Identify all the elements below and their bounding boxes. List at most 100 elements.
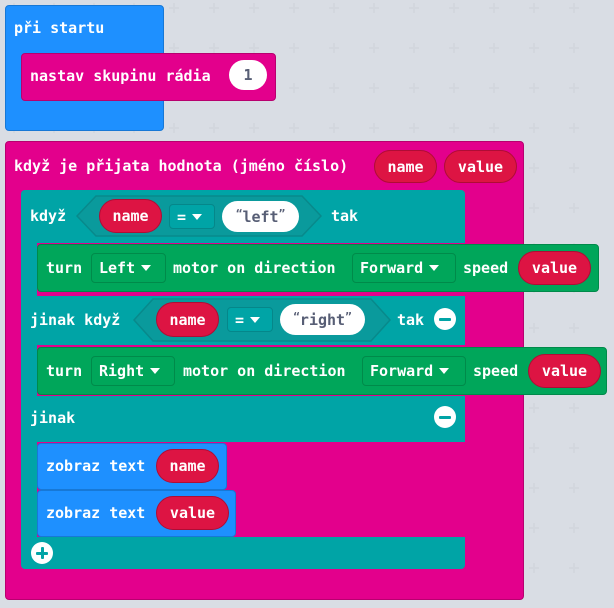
motor-right-speed-var[interactable]: value xyxy=(528,354,601,388)
grid-cross xyxy=(569,563,579,573)
elseif-string-right[interactable]: “right” xyxy=(280,304,365,335)
caret-down-icon xyxy=(150,368,161,374)
grid-cross xyxy=(289,123,299,133)
motor-right-dropdown[interactable]: Right xyxy=(91,356,175,386)
grid-cross xyxy=(489,123,499,133)
param-value[interactable]: value xyxy=(444,150,517,183)
if-var-name[interactable]: name xyxy=(99,199,162,233)
caret-down-icon xyxy=(429,265,440,271)
grid-cross xyxy=(529,323,539,333)
else-spine xyxy=(21,442,37,538)
grid-cross xyxy=(569,43,579,53)
grid-cross xyxy=(489,83,499,93)
grid-cross xyxy=(449,123,459,133)
grid-cross xyxy=(289,83,299,93)
elseif-var-name[interactable]: name xyxy=(156,302,219,337)
grid-cross xyxy=(289,43,299,53)
grid-cross xyxy=(449,43,459,53)
grid-cross xyxy=(569,3,579,13)
motor-right-turn-label: turn xyxy=(46,362,83,380)
else-row[interactable] xyxy=(21,396,465,442)
grid-cross xyxy=(169,123,179,133)
show-text-1-label: zobraz text xyxy=(46,457,146,475)
grid-cross xyxy=(169,43,179,53)
if-footer xyxy=(21,537,465,569)
grid-cross xyxy=(249,43,259,53)
grid-cross xyxy=(569,403,579,413)
grid-cross xyxy=(169,3,179,13)
motor-left-mid-label: motor on direction xyxy=(173,259,336,277)
grid-cross xyxy=(209,3,219,13)
caret-down-icon xyxy=(141,265,152,271)
caret-down-icon xyxy=(192,213,203,220)
grid-cross xyxy=(529,163,539,173)
grid-cross xyxy=(569,323,579,333)
motor-left-speed-label: speed xyxy=(463,259,509,277)
if-string-left[interactable]: “left” xyxy=(222,201,299,232)
radio-group-input[interactable]: 1 xyxy=(229,60,267,90)
caret-down-icon xyxy=(439,368,450,374)
grid-cross xyxy=(329,123,339,133)
show-text-1-var[interactable]: name xyxy=(156,449,219,483)
grid-cross xyxy=(369,123,379,133)
else-label: jinak xyxy=(30,409,76,427)
grid-cross xyxy=(329,43,339,53)
grid-cross xyxy=(289,3,299,13)
elseif-operator-dropdown[interactable]: = xyxy=(227,307,273,332)
grid-cross xyxy=(529,123,539,133)
grid-cross xyxy=(409,3,419,13)
motor-right-mid-label: motor on direction xyxy=(183,362,346,380)
grid-cross xyxy=(249,3,259,13)
elseif-then-label: tak xyxy=(397,311,425,329)
grid-cross xyxy=(569,83,579,93)
on-start-label: při startu xyxy=(14,19,105,37)
motor-left-dropdown[interactable]: Left xyxy=(91,253,166,283)
if-label: když xyxy=(30,207,67,225)
motor-right-direction-dropdown[interactable]: Forward xyxy=(362,356,466,386)
motor-left-direction-dropdown[interactable]: Forward xyxy=(352,253,456,283)
grid-cross xyxy=(529,483,539,493)
grid-cross xyxy=(409,83,419,93)
grid-cross xyxy=(569,483,579,493)
grid-cross xyxy=(569,123,579,133)
grid-cross xyxy=(569,163,579,173)
grid-cross xyxy=(249,123,259,133)
grid-cross xyxy=(569,203,579,213)
grid-cross xyxy=(529,523,539,533)
param-name[interactable]: name xyxy=(374,150,437,183)
grid-cross xyxy=(209,43,219,53)
grid-cross xyxy=(529,563,539,573)
grid-cross xyxy=(449,3,459,13)
motor-left-speed-var[interactable]: value xyxy=(518,251,591,285)
grid-cross xyxy=(569,523,579,533)
then-label: tak xyxy=(331,207,359,225)
grid-cross xyxy=(369,43,379,53)
elseif-spine xyxy=(21,345,37,398)
grid-cross xyxy=(529,443,539,453)
grid-cross xyxy=(369,83,379,93)
on-received-label: když je přijata hodnota (jméno číslo) xyxy=(14,157,349,175)
grid-cross xyxy=(529,43,539,53)
if-spine xyxy=(21,243,37,299)
grid-cross xyxy=(529,403,539,413)
grid-cross xyxy=(449,83,459,93)
grid-cross xyxy=(529,203,539,213)
remove-else-minus-circle-icon[interactable] xyxy=(434,406,456,428)
grid-cross xyxy=(409,123,419,133)
grid-cross xyxy=(529,83,539,93)
grid-cross xyxy=(529,3,539,13)
if-operator-dropdown[interactable]: = xyxy=(169,204,215,229)
motor-right-speed-label: speed xyxy=(473,362,519,380)
elseif-label: jinak když xyxy=(30,311,121,329)
show-text-2-var[interactable]: value xyxy=(156,496,229,530)
radio-group-label: nastav skupinu rádia xyxy=(30,67,211,85)
show-text-2-label: zobraz text xyxy=(46,504,146,522)
grid-cross xyxy=(489,3,499,13)
grid-cross xyxy=(329,3,339,13)
remove-elseif-minus-circle-icon[interactable] xyxy=(434,308,456,330)
grid-cross xyxy=(569,443,579,453)
caret-down-icon xyxy=(250,316,261,323)
grid-cross xyxy=(409,43,419,53)
add-branch-plus-circle-icon[interactable] xyxy=(31,542,53,564)
grid-cross xyxy=(369,3,379,13)
